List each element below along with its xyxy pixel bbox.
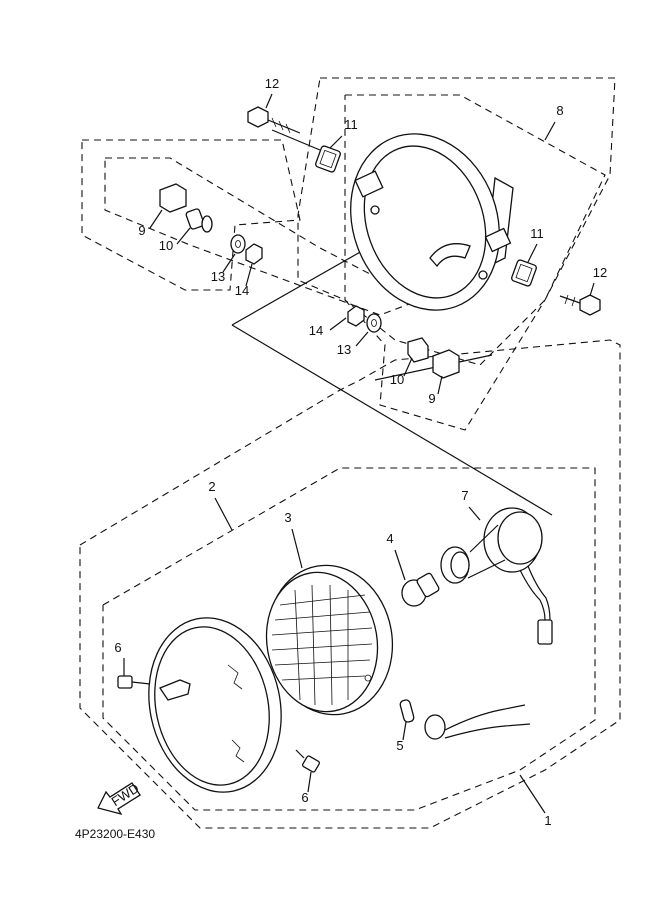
grommet-11-right <box>511 259 537 287</box>
bolt-12-left <box>247 106 301 134</box>
bulb-4 <box>401 572 440 607</box>
callout-14: 14 <box>309 323 323 338</box>
callout-11: 11 <box>344 117 358 132</box>
nut-14-right <box>347 305 365 327</box>
boundary-left-bracket-hardware <box>81 139 301 291</box>
callout-13: 13 <box>337 342 351 357</box>
hardware-left <box>159 183 263 265</box>
assembly-boundaries <box>79 77 621 829</box>
nut-14-left <box>245 243 263 265</box>
collar-10-left <box>185 208 205 230</box>
boundary-left-fasteners <box>104 157 422 316</box>
callout-12: 12 <box>265 76 279 91</box>
screw-6-left <box>117 675 151 689</box>
headlight-housing-8 <box>350 133 514 311</box>
lens-pattern <box>271 584 373 706</box>
bracket-9-left <box>159 183 187 213</box>
washer-13-right <box>366 313 382 333</box>
callout-10: 10 <box>159 238 173 253</box>
callout-1: 1 <box>544 813 551 828</box>
callout-7: 7 <box>461 488 468 503</box>
callout-leaders <box>123 93 595 814</box>
grommet-11-left <box>315 145 341 173</box>
headlight-lens-3 <box>265 564 394 716</box>
callout-4: 4 <box>386 531 393 546</box>
callout-10: 10 <box>390 372 404 387</box>
callout-14: 14 <box>235 283 249 298</box>
screw-6-right <box>295 749 320 773</box>
callout-9: 9 <box>428 391 435 406</box>
callout-2: 2 <box>208 479 215 494</box>
callout-3: 3 <box>284 510 291 525</box>
socket-harness-7 <box>440 507 553 645</box>
callout-6: 6 <box>301 790 308 805</box>
fwd-arrow-icon: FWD <box>97 780 142 816</box>
drawing-code: 4P23200-E430 <box>75 827 155 841</box>
washer-13-left <box>230 234 246 254</box>
boundary-headlight-unit-2 <box>102 467 596 811</box>
collar-10-right <box>407 337 429 363</box>
callout-12: 12 <box>593 265 607 280</box>
hardware-right <box>347 305 460 379</box>
bolt-12-right <box>559 294 601 316</box>
boundary-housing-inner <box>344 94 606 366</box>
callout-11: 11 <box>530 226 544 241</box>
callout-8: 8 <box>556 103 563 118</box>
callout-9: 9 <box>138 223 145 238</box>
position-bulb-5 <box>399 699 531 740</box>
callout-labels: 12 11 8 9 10 13 14 11 12 14 13 10 9 2 3 7 4 6 5 6 1 <box>114 76 607 828</box>
bracket-9-right <box>432 349 460 379</box>
callout-5: 5 <box>396 738 403 753</box>
boundary-housing-8 <box>297 77 616 431</box>
callout-6: 6 <box>114 640 121 655</box>
boundary-headlight-assembly-1 <box>79 339 621 829</box>
headlight-rim <box>148 617 282 793</box>
callout-13: 13 <box>211 269 225 284</box>
